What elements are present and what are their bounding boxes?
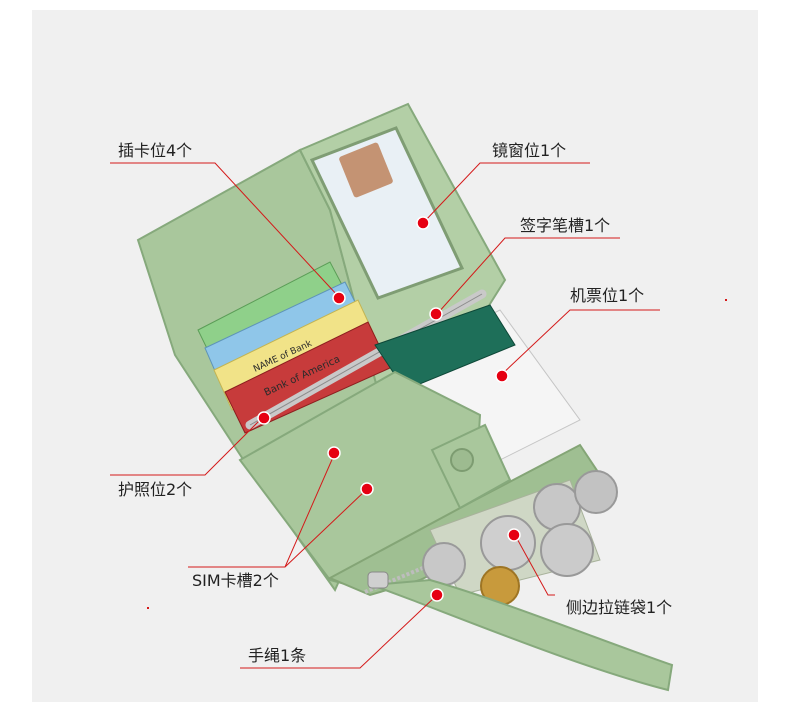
leader-sim-slot — [188, 454, 367, 568]
callout-pen-slot: 签字笔槽1个 — [520, 216, 611, 235]
strap-clasp — [367, 571, 389, 589]
callout-dots — [257, 216, 521, 602]
coin — [540, 523, 594, 577]
callout-mirror-window: 镜窗位1个 — [492, 141, 567, 160]
leader-wrist-strap — [240, 595, 437, 669]
callout-dot — [430, 588, 444, 602]
callout-dot — [429, 307, 443, 321]
callout-card-slots: 插卡位4个 — [118, 141, 193, 160]
leader-passport-slot — [110, 414, 266, 476]
callout-ticket-slot: 机票位1个 — [570, 286, 645, 305]
callout-lines — [110, 162, 660, 669]
leader-pen-slot — [436, 237, 620, 315]
callout-dot — [327, 446, 341, 460]
callout-wrist-strap: 手绳1条 — [248, 646, 307, 665]
callout-dot — [416, 216, 430, 230]
callout-dot — [495, 369, 509, 383]
wrist-strap — [371, 578, 674, 692]
coin — [574, 470, 618, 514]
coin — [422, 542, 466, 586]
leader-card-slots — [110, 162, 339, 297]
callout-dot — [360, 482, 374, 496]
leader-ticket-slot — [499, 309, 660, 377]
edge-mark — [147, 607, 149, 609]
id-photo — [339, 142, 393, 198]
callout-passport-slot: 护照位2个 — [118, 480, 193, 499]
coin — [480, 515, 536, 571]
leader-mirror-window — [423, 162, 590, 223]
edge-mark — [725, 299, 727, 301]
callout-dot — [507, 528, 521, 542]
leader-zip-pocket — [514, 534, 555, 596]
callout-zip-pocket: 侧边拉链袋1个 — [566, 598, 673, 617]
snap-button — [450, 448, 474, 472]
callout-dot — [257, 411, 271, 425]
callout-sim-slot: SIM卡槽2个 — [192, 571, 279, 590]
callout-dot — [332, 291, 346, 305]
coin — [533, 483, 581, 531]
